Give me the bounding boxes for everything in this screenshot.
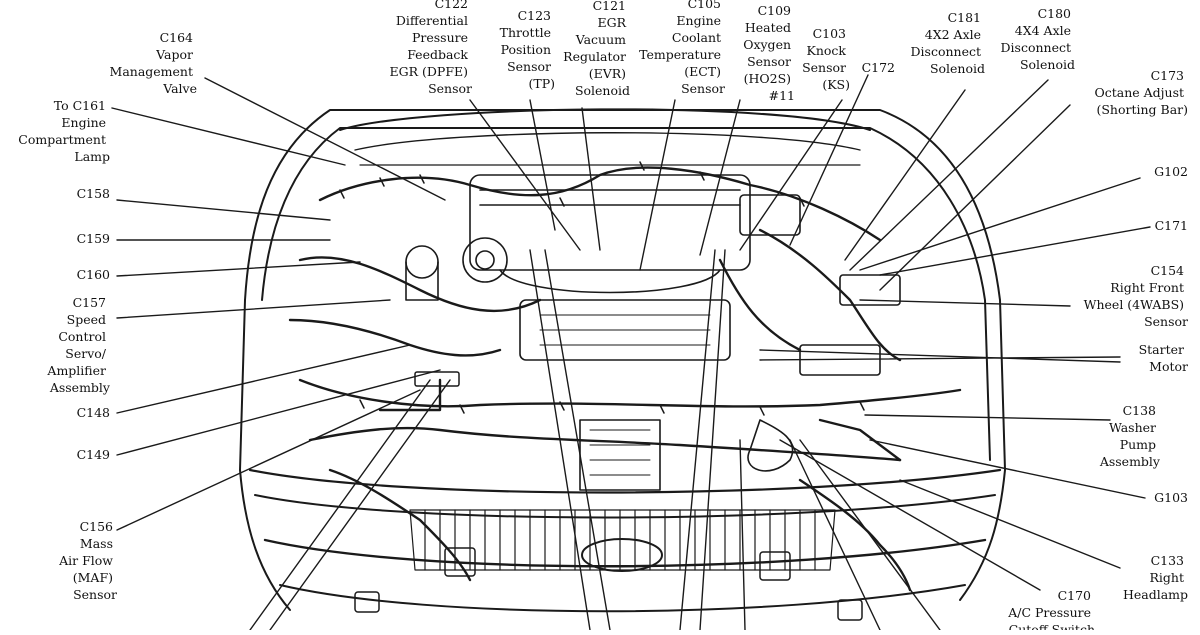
engine-assembly xyxy=(405,174,901,491)
callout-c149: C149 xyxy=(77,447,110,462)
leader-g103 xyxy=(869,439,1146,499)
leader-c149 xyxy=(116,369,441,456)
leader-c156 xyxy=(116,389,421,531)
callout-c164: C164 Vapor Management Valve xyxy=(110,30,197,96)
callout-c122: C122 Differential Pressure Feedback EGR … xyxy=(390,0,472,96)
leader-c105 xyxy=(639,99,676,271)
callout-c159: C159 xyxy=(77,231,110,246)
leader-c133 xyxy=(899,479,1121,569)
leader-bottom-7 xyxy=(739,439,746,631)
leader-c103 xyxy=(739,99,843,251)
callout-c103: C103 Knock Sensor (KS) xyxy=(802,26,850,92)
callout-g102: G102 xyxy=(1154,164,1188,179)
callout-c170: C170 A/C Pressure Cutoff Switch xyxy=(1007,588,1095,630)
leader-starter-2 xyxy=(759,349,1121,363)
leader-bottom-5 xyxy=(679,249,716,631)
leader-c157 xyxy=(116,299,391,319)
leader-c148 xyxy=(116,344,411,414)
leader-c160 xyxy=(116,261,361,277)
callout-c105: C105 Engine Coolant Temperature (ECT) Se… xyxy=(639,0,725,96)
leader-bottom-4 xyxy=(544,249,611,631)
callout-starter-motor: Starter Motor xyxy=(1139,342,1188,374)
leader-c171 xyxy=(879,226,1151,276)
leader-c121 xyxy=(581,107,601,251)
leader-c164 xyxy=(204,77,446,201)
callout-c109: C109 Heated Oxygen Sensor (HO2S) #11 xyxy=(743,3,795,103)
callout-labels-top: C122 Differential Pressure Feedback EGR … xyxy=(390,0,1075,103)
callout-g103: G103 xyxy=(1154,490,1188,505)
wiring-harness xyxy=(288,166,962,592)
leader-c173 xyxy=(879,104,1071,291)
leader-c172 xyxy=(789,74,869,246)
callout-c121: C121 EGR Vacuum Regulator (EVR) Solenoid xyxy=(563,0,630,98)
leader-c122 xyxy=(469,99,581,251)
callout-c161: To C161 Engine Compartment Lamp xyxy=(18,98,110,164)
leader-c138 xyxy=(864,414,1111,421)
callout-c171: C171 xyxy=(1155,218,1188,233)
callout-c138: C138 Washer Pump Assembly xyxy=(1099,403,1161,469)
leader-c170 xyxy=(779,439,1041,591)
leader-c161 xyxy=(111,107,346,166)
leader-c181 xyxy=(844,89,966,261)
leader-c109 xyxy=(699,99,741,256)
leader-c154 xyxy=(859,299,1071,307)
callout-c180: C180 4X4 Axle Disconnect Solenoid xyxy=(1001,6,1075,72)
leader-c158 xyxy=(116,199,331,221)
callout-c181: C181 4X2 Axle Disconnect Solenoid xyxy=(911,10,985,76)
leader-bottom-9 xyxy=(799,439,941,631)
leader-bottom-8 xyxy=(789,439,881,631)
callout-c148: C148 xyxy=(77,405,110,420)
leader-g102 xyxy=(859,177,1141,271)
callout-c158: C158 xyxy=(77,186,110,201)
callout-c172: C172 xyxy=(862,60,895,75)
leader-bottom-6 xyxy=(699,249,726,631)
callout-c156: C156 Mass Air Flow (MAF) Sensor xyxy=(58,519,117,602)
callout-c133: C133 Right Headlamp xyxy=(1123,553,1188,602)
callout-c154: C154 Right Front Wheel (4WABS) Sensor xyxy=(1084,263,1188,329)
leader-c180 xyxy=(849,79,1049,271)
callout-c123: C123 Throttle Position Sensor (TP) xyxy=(500,8,555,91)
leader-bottom-3 xyxy=(529,249,591,631)
callout-c157: C157 Speed Control Servo/ Amplifier Asse… xyxy=(46,295,111,395)
leader-lines xyxy=(111,74,1151,631)
grille xyxy=(409,509,836,572)
callout-c173: C173 Octane Adjust (Shorting Bar) xyxy=(1094,68,1188,117)
leader-bottom-2 xyxy=(269,379,451,631)
callout-labels-right: C173 Octane Adjust (Shorting Bar) G102 C… xyxy=(1007,68,1188,635)
harness-ties xyxy=(339,161,865,621)
callout-c160: C160 xyxy=(77,267,110,282)
vehicle-outline xyxy=(239,108,1006,613)
leader-starter xyxy=(759,356,1121,361)
leader-bottom-1 xyxy=(249,379,431,631)
leader-c123 xyxy=(529,99,556,231)
callout-labels-left: C164 Vapor Management Valve To C161 Engi… xyxy=(18,30,197,602)
